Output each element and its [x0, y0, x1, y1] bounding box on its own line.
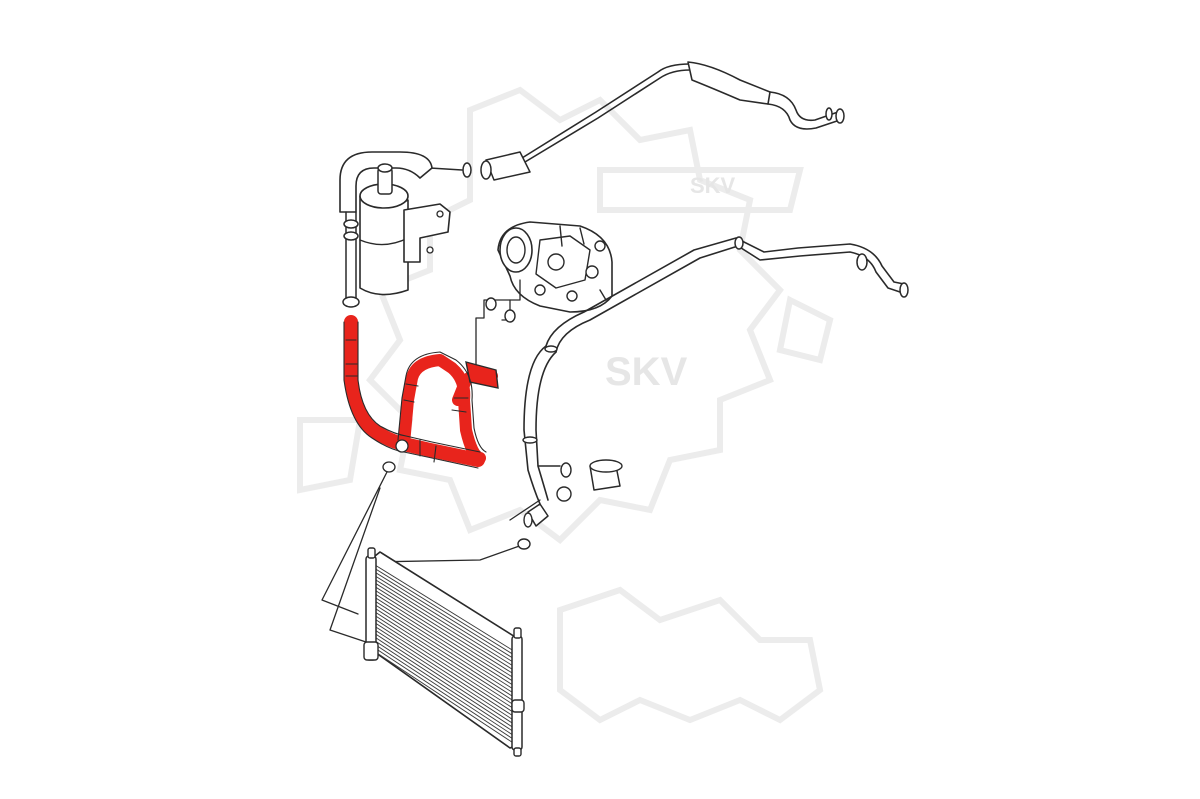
condenser-fin [375, 644, 513, 735]
condenser [363, 547, 525, 757]
leader-lines [321, 279, 541, 645]
condenser-fins [375, 565, 513, 743]
condenser-fin [375, 615, 513, 705]
condenser-fin [375, 608, 513, 697]
condenser-fin [375, 633, 513, 724]
compressor-seals [485, 297, 516, 323]
condenser-fin [375, 630, 513, 720]
o-ring-seal [462, 162, 472, 178]
condenser-fin [375, 619, 513, 708]
condenser-fin [375, 576, 513, 662]
watermark: SKV SKV [297, 86, 834, 724]
condenser-fin [375, 601, 513, 689]
compressor [497, 221, 613, 313]
condenser-fin [375, 572, 513, 658]
condenser-fin [375, 648, 513, 739]
condenser-fin [375, 626, 513, 716]
condenser-fin [375, 597, 513, 685]
condenser-fin [375, 565, 513, 651]
condenser-fin [375, 623, 513, 712]
condenser-fin [375, 641, 513, 731]
o-ring-seal [382, 461, 396, 473]
condenser-fin [375, 583, 513, 670]
watermark-text-small: SKV [690, 173, 736, 198]
receiver-drier [339, 151, 451, 308]
condenser-fin [375, 590, 513, 678]
condenser-fin [375, 579, 513, 666]
condenser-tank-right [511, 635, 523, 751]
discharge-hose-highlighted [343, 315, 499, 473]
condenser-fin [375, 568, 513, 655]
valve-cap [556, 486, 572, 502]
highlight-hose-branch [398, 354, 486, 464]
o-ring-seal [560, 462, 572, 478]
watermark-text-large: SKV [605, 350, 688, 394]
condenser-fin [375, 605, 513, 693]
condenser-fin [375, 652, 513, 743]
o-ring-seal [342, 296, 360, 308]
upper-suction-pipe [429, 61, 845, 181]
condenser-fin [375, 586, 513, 674]
o-ring-seal [517, 538, 531, 550]
condenser-fin [375, 637, 513, 728]
condenser-fin [375, 612, 513, 701]
liquid-line [517, 236, 909, 550]
condenser-fin [375, 594, 513, 681]
